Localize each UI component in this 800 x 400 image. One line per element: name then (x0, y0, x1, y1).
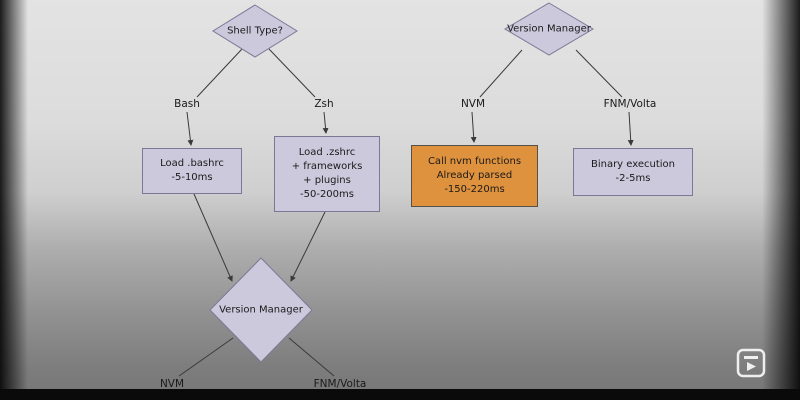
edge-vm-fnm (575, 49, 623, 98)
shell-type-diamond (212, 4, 298, 58)
load-bashrc-box: Load .bashrc -5-10ms (142, 148, 242, 194)
shell-type-diamond-label: Shell Type? (227, 25, 283, 37)
edge-bash-bashrc (186, 111, 194, 146)
right-fnm-branch-label: FNM/Volta (603, 98, 657, 110)
edge-versionmanager-nvm (178, 337, 234, 377)
merge-version-manager-label: Version Manager (219, 304, 303, 316)
edge-shelltype-zsh (268, 48, 316, 98)
nvm-bottom-branch-label: NVM (159, 378, 185, 390)
edge-nvm-callbox (470, 111, 477, 143)
right-version-manager-label: Version Manager (507, 23, 591, 35)
edge-zshrc-versionmanager (290, 211, 326, 282)
merge-version-manager-diamond (209, 257, 313, 363)
fnm-bottom-branch-label: FNM/Volta (313, 378, 367, 390)
edge-bashrc-versionmanager (193, 193, 233, 282)
edge-shelltype-bash (196, 48, 243, 98)
edge-zsh-zshrc (322, 111, 329, 134)
call-nvm-functions-box: Call nvm functions Already parsed -150-2… (411, 145, 538, 207)
substack-play-icon (736, 348, 766, 378)
bash-branch-label: Bash (174, 98, 200, 110)
edge-vm-nvm (479, 49, 523, 98)
right-nvm-branch-label: NVM (460, 98, 486, 110)
binary-execution-box: Binary execution -2-5ms (573, 148, 693, 196)
zsh-branch-label: Zsh (314, 98, 334, 110)
edge-versionmanager-fnm (288, 337, 335, 377)
right-version-manager-diamond (504, 2, 594, 56)
edge-fnm-binarybox (627, 111, 634, 146)
letterbox-bar (0, 389, 800, 400)
load-zshrc-box: Load .zshrc + frameworks + plugins -50-2… (274, 136, 380, 212)
